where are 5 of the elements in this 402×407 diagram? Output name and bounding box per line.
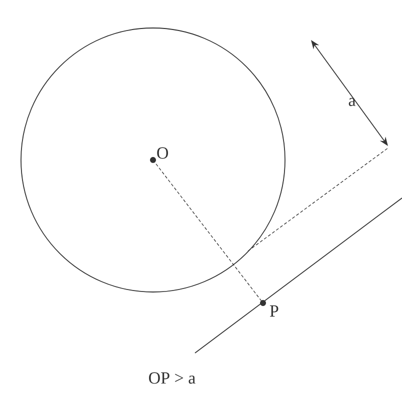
point-label: O [157, 147, 168, 159]
dimension-label: a [348, 98, 356, 106]
dashed-line [152, 160, 264, 304]
note: OP > a [149, 372, 196, 384]
point-label: P [270, 305, 278, 317]
